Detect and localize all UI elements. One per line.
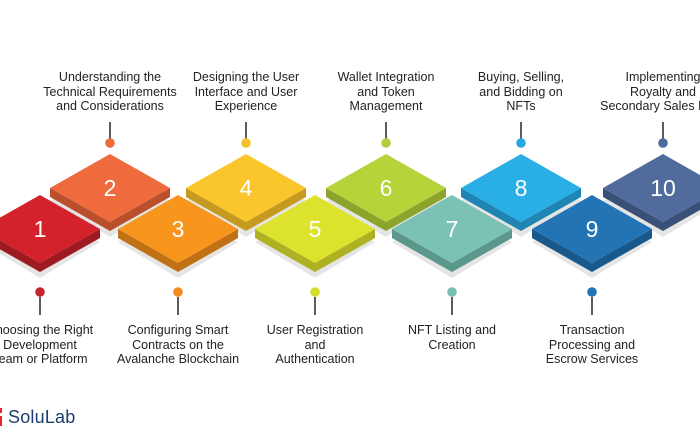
step-number-9: 9 <box>586 216 599 242</box>
step-dot-5 <box>310 287 320 297</box>
step-dot-7 <box>447 287 457 297</box>
step-dot-6 <box>381 138 391 148</box>
step-face-7 <box>392 195 512 263</box>
step-number-8: 8 <box>515 175 528 201</box>
step-side-1 <box>0 229 100 272</box>
step-number-5: 5 <box>309 216 322 242</box>
step-face-5 <box>255 195 375 263</box>
step-diamond-6: 6 <box>326 154 446 237</box>
step-face-10 <box>603 154 700 222</box>
step-face-4 <box>186 154 306 222</box>
step-side-8 <box>461 188 581 231</box>
step-face-2 <box>50 154 170 222</box>
step-label-5: User Registration and Authentication <box>266 323 364 366</box>
brand-name: SoluLab <box>8 406 76 427</box>
step-dot-9 <box>587 287 597 297</box>
step-diamond-4: 4 <box>186 154 306 237</box>
step-number-2: 2 <box>104 175 117 201</box>
solulab-logo-icon <box>0 408 2 426</box>
step-dot-8 <box>516 138 526 148</box>
step-diamond-9: 9 <box>532 195 652 278</box>
step-label-2: Understanding the Technical Requirements… <box>43 70 177 113</box>
step-side-7 <box>392 229 512 272</box>
step-label-10: Implementing Royalty and Secondary Sales… <box>600 70 700 113</box>
step-number-4: 4 <box>240 175 253 201</box>
step-side-9 <box>532 229 652 272</box>
step-diamond-2: 2 <box>50 154 170 237</box>
step-label-7: NFT Listing and Creation <box>407 323 496 352</box>
step-side-10 <box>603 188 700 231</box>
step-number-10: 10 <box>650 175 676 201</box>
step-dot-10 <box>658 138 668 148</box>
step-diamond-5: 5 <box>255 195 375 278</box>
step-diamond-3: 3 <box>118 195 238 278</box>
step-diamond-7: 7 <box>392 195 512 278</box>
step-dot-4 <box>241 138 251 148</box>
step-diamond-8: 8 <box>461 154 581 237</box>
step-diamond-10: 10 <box>603 154 700 237</box>
step-label-6: Wallet Integration and Token Management <box>337 70 435 113</box>
step-label-3: Configuring Smart Contracts on the Avala… <box>116 323 240 366</box>
step-face-1 <box>0 195 100 263</box>
step-side-5 <box>255 229 375 272</box>
step-side-2 <box>50 188 170 231</box>
step-face-6 <box>326 154 446 222</box>
step-face-8 <box>461 154 581 222</box>
brand-logo: SoluLab <box>0 406 75 428</box>
step-side-6 <box>326 188 446 231</box>
step-face-3 <box>118 195 238 263</box>
step-number-6: 6 <box>380 175 393 201</box>
step-label-9: Transaction Processing and Escrow Servic… <box>545 323 639 366</box>
step-number-7: 7 <box>446 216 459 242</box>
step-number-3: 3 <box>172 216 185 242</box>
step-dot-1 <box>35 287 45 297</box>
step-diamond-1: 1 <box>0 195 100 278</box>
step-side-4 <box>186 188 306 231</box>
step-label-8: Buying, Selling, and Bidding on NFTs <box>477 70 565 113</box>
step-face-9 <box>532 195 652 263</box>
step-dot-2 <box>105 138 115 148</box>
step-number-1: 1 <box>34 216 47 242</box>
step-side-3 <box>118 229 238 272</box>
step-label-4: Designing the User Interface and User Ex… <box>192 70 300 113</box>
step-dot-3 <box>173 287 183 297</box>
step-label-1: Choosing the Right Development Team or P… <box>0 323 94 366</box>
